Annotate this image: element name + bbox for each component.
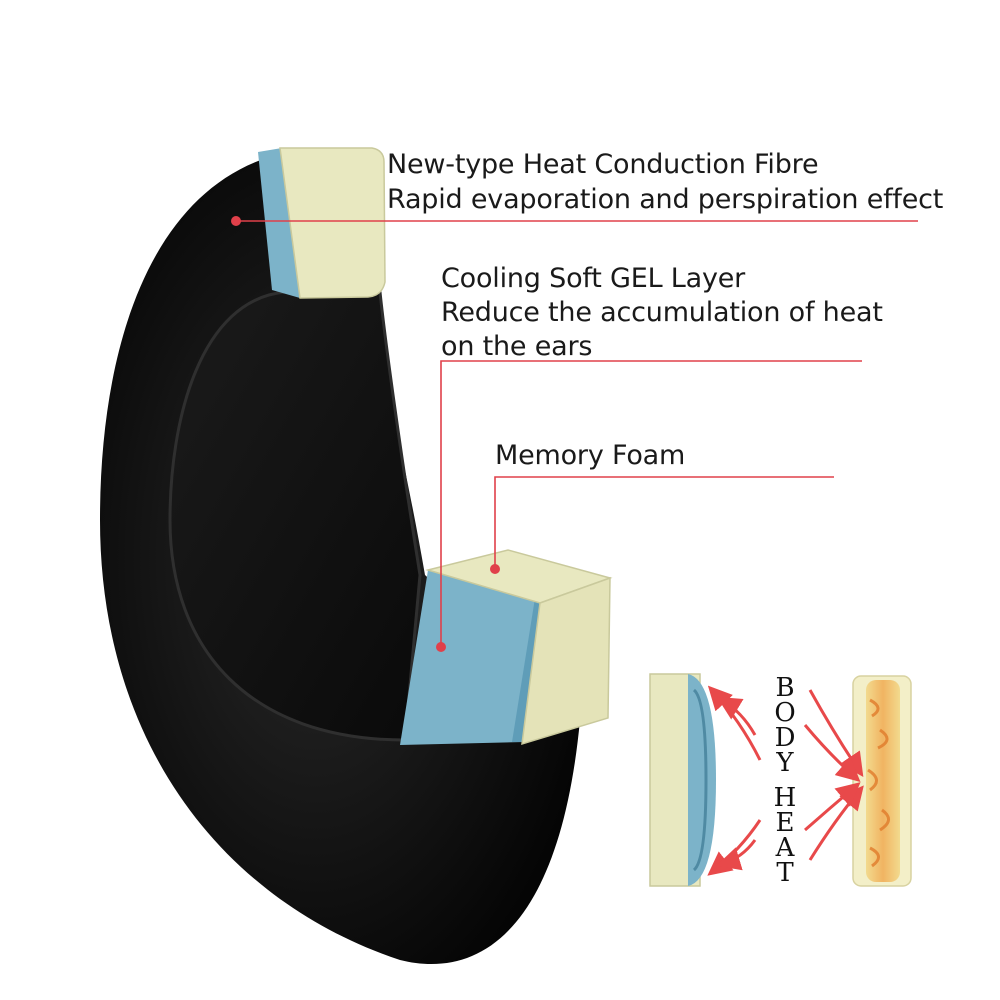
body-letter: B xyxy=(775,673,795,703)
gel-title: Cooling Soft GEL Layer xyxy=(441,263,746,294)
top-gel-layer xyxy=(258,148,300,298)
heat-flames xyxy=(866,680,900,882)
body-letter: D xyxy=(774,723,796,753)
arrow-up-2 xyxy=(716,696,757,736)
cool-slab-gel xyxy=(688,674,716,886)
cool-slab-foam xyxy=(649,673,701,887)
arrow-up-1 xyxy=(707,685,762,761)
gel-description-line2: on the ears xyxy=(441,331,593,362)
top-foam-layer xyxy=(279,147,386,299)
foam-leader-line xyxy=(494,476,834,569)
gel-description-line1: Reduce the accumulation of heat xyxy=(441,297,883,328)
arrow-in-2 xyxy=(803,724,861,782)
bottom-cross-section xyxy=(400,549,613,746)
fibre-description: Rapid evaporation and perspiration effec… xyxy=(387,184,944,215)
heat-letter: E xyxy=(775,808,795,838)
arrow-in-4 xyxy=(804,782,861,832)
fibre-title: New-type Heat Conduction Fibre xyxy=(387,149,819,180)
body-heat-illustration xyxy=(649,673,912,887)
earpad-inner-cavity xyxy=(168,290,422,742)
foam-title: Memory Foam xyxy=(495,440,686,471)
body-letter: Y xyxy=(776,748,794,778)
flame-streaks xyxy=(867,698,890,868)
body-letter: O xyxy=(774,698,796,728)
heat-word: H E A T xyxy=(770,783,800,888)
heat-letter: T xyxy=(776,858,794,888)
heat-letter: H xyxy=(773,783,797,813)
bottom-gel-front xyxy=(400,570,555,745)
body-word: B O D Y xyxy=(770,673,800,778)
heat-arrows xyxy=(707,685,864,876)
earpad-cushion xyxy=(100,150,580,965)
heat-letter: A xyxy=(775,833,795,863)
bottom-foam-side xyxy=(521,576,611,746)
arrow-down-2 xyxy=(716,839,757,871)
leader-lines xyxy=(236,220,918,647)
cool-slab-gel-inner xyxy=(692,688,708,872)
gel-leader-line xyxy=(440,360,862,647)
arrow-down-1 xyxy=(707,819,762,876)
top-cross-section xyxy=(231,147,386,299)
